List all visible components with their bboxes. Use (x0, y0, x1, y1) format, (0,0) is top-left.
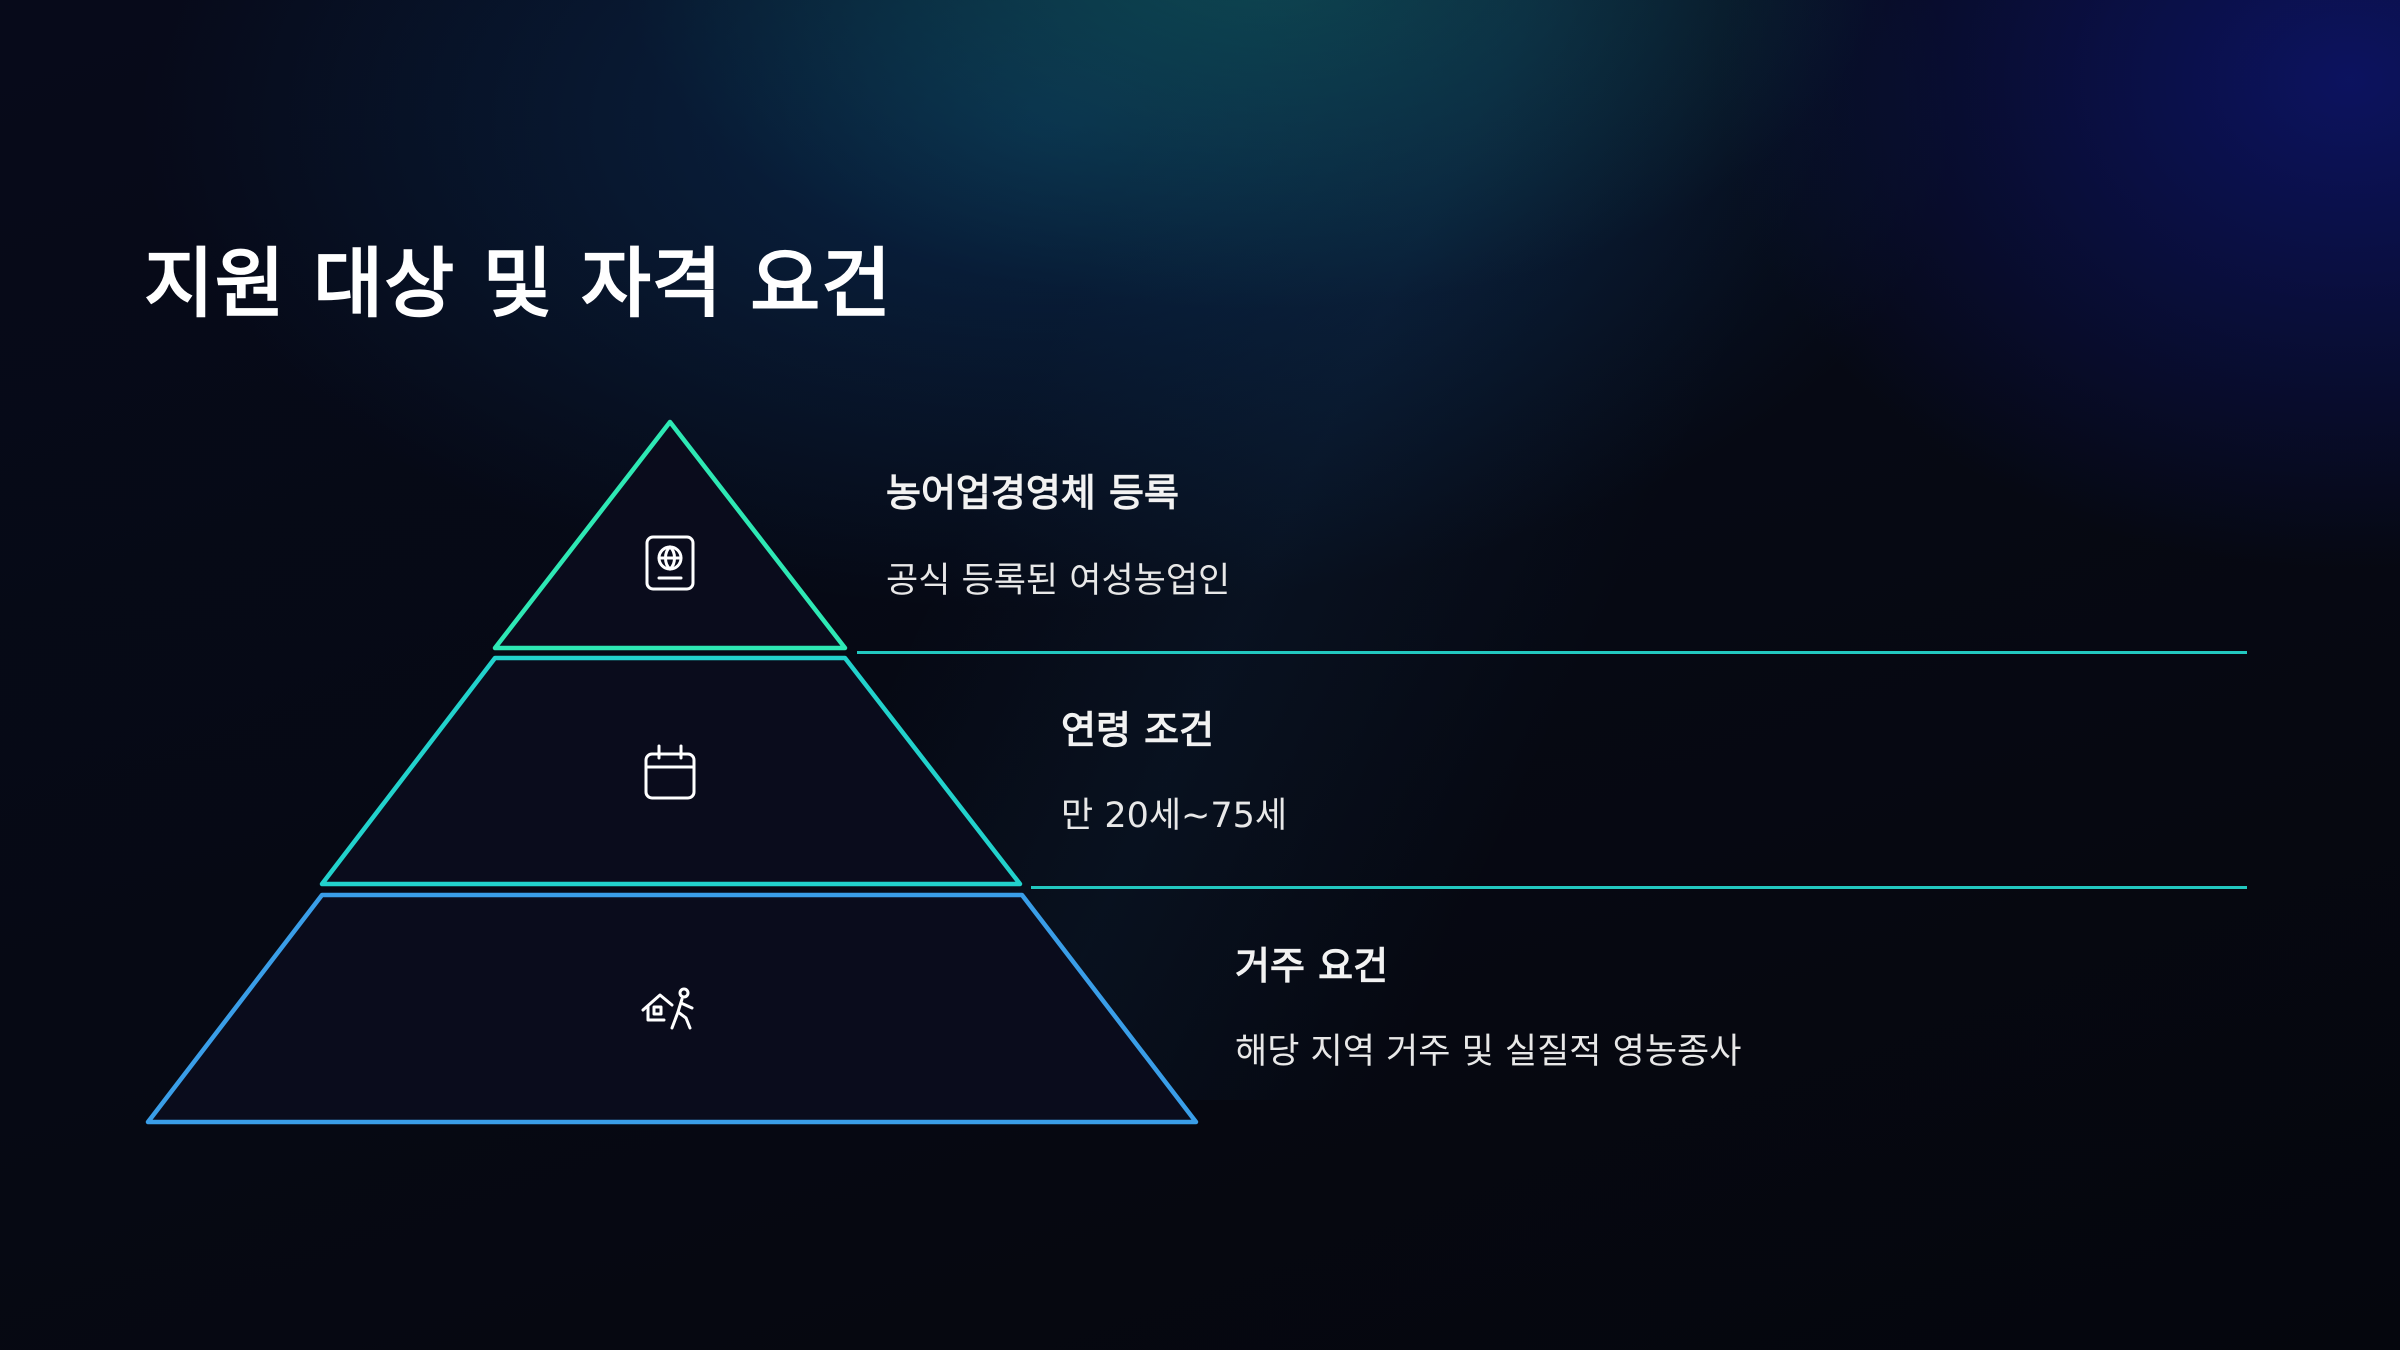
calendar-icon (644, 744, 696, 800)
tier-2-label: 연령 조건 (1061, 708, 1215, 752)
tier-3-label: 거주 요건 (1235, 944, 1389, 988)
tier-divider-1 (857, 651, 2247, 654)
pyramid-tier-1 (492, 419, 848, 651)
tier-2-description: 만 20세~75세 (1061, 796, 1288, 836)
page-title: 지원 대상 및 자격 요건 (144, 239, 893, 328)
house-person-icon (641, 987, 694, 1030)
tier-1-label: 농어업경영체 등록 (886, 471, 1179, 515)
pyramid-tier-2 (319, 655, 1023, 887)
passport-globe-icon (645, 535, 695, 591)
tier-1-description: 공식 등록된 여성농업인 (886, 561, 1231, 601)
tier-3-description: 해당 지역 거주 및 실질적 영농종사 (1235, 1032, 1742, 1072)
tier-divider-2 (1031, 886, 2247, 889)
pyramid-tier-3 (145, 892, 1199, 1125)
